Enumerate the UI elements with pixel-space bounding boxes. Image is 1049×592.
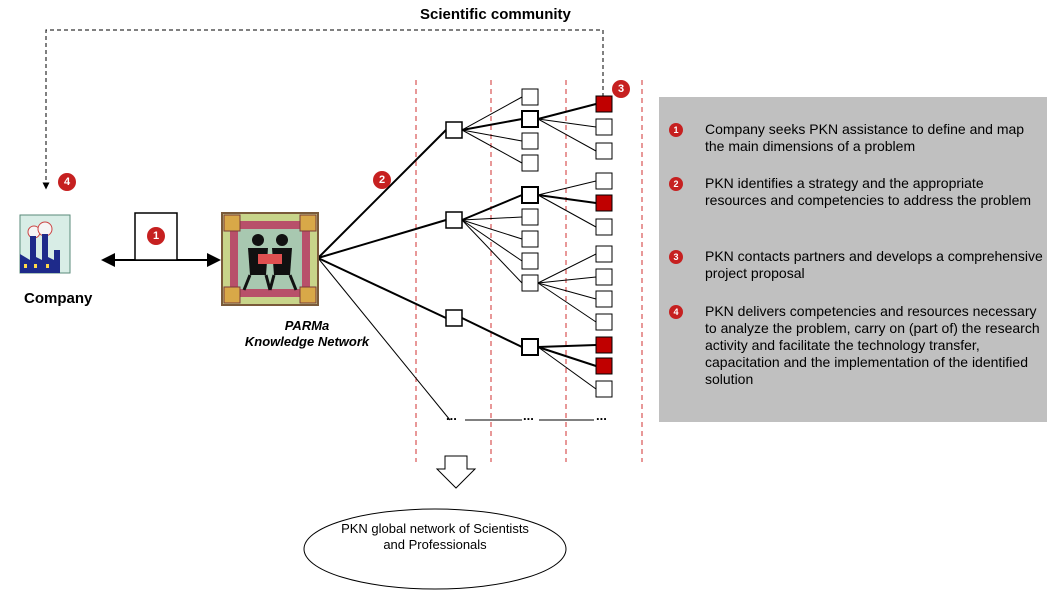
step-2-badge: 2 <box>373 171 391 189</box>
node-level2 <box>521 208 539 226</box>
node-level3 <box>595 118 613 136</box>
step-4-badge: 4 <box>58 173 76 191</box>
ellipsis: ... <box>596 408 607 423</box>
legend-number-badge: 4 <box>669 305 683 319</box>
down-arrow-icon <box>435 455 477 489</box>
legend-text: PKN identifies a strategy and the approp… <box>705 175 1032 208</box>
ellipsis: ... <box>446 408 457 423</box>
knowledge-network-label: PARMa Knowledge Network <box>244 318 370 349</box>
legend-number-badge: 2 <box>669 177 683 191</box>
node-level2 <box>521 252 539 270</box>
step-1-badge: 1 <box>147 227 165 245</box>
node-level3-selected <box>595 336 613 354</box>
legend-text: Company seeks PKN assistance to define a… <box>705 121 1025 154</box>
node-level3 <box>595 218 613 236</box>
node-level2 <box>521 186 539 204</box>
factory-icon <box>19 214 71 274</box>
node-level1 <box>445 309 463 327</box>
legend-number-badge: 1 <box>669 123 683 137</box>
node-level3-selected <box>595 357 613 375</box>
node-level3 <box>595 245 613 263</box>
node-level1 <box>445 211 463 229</box>
node-level2 <box>521 230 539 248</box>
node-level2 <box>521 110 539 128</box>
node-level3 <box>595 380 613 398</box>
node-level2 <box>521 154 539 172</box>
node-level3 <box>595 290 613 308</box>
legend-number-badge: 3 <box>669 250 683 264</box>
knowledge-network-icon <box>221 212 319 306</box>
node-level3 <box>595 142 613 160</box>
node-level2 <box>521 338 539 356</box>
ellipsis: ... <box>523 408 534 423</box>
global-network-ellipse <box>303 508 567 590</box>
legend-text: PKN delivers competencies and resources … <box>705 303 1040 387</box>
node-level3 <box>595 268 613 286</box>
node-level3 <box>595 172 613 190</box>
node-level2 <box>521 132 539 150</box>
step-3-badge: 3 <box>612 80 630 98</box>
node-level2 <box>521 274 539 292</box>
node-level3-selected <box>595 95 613 113</box>
company-label: Company <box>24 290 93 307</box>
legend-text: PKN contacts partners and develops a com… <box>705 248 1043 281</box>
diagram-title: Scientific community <box>420 6 571 23</box>
legend-panel: 1 Company seeks PKN assistance to define… <box>659 97 1047 422</box>
feedback-dashed-arrow <box>42 29 604 190</box>
node-level2 <box>521 88 539 106</box>
node-level3 <box>595 313 613 331</box>
global-network-label: PKN global network of Scientists and Pro… <box>341 521 529 552</box>
node-level3-selected <box>595 194 613 212</box>
node-level1 <box>445 121 463 139</box>
